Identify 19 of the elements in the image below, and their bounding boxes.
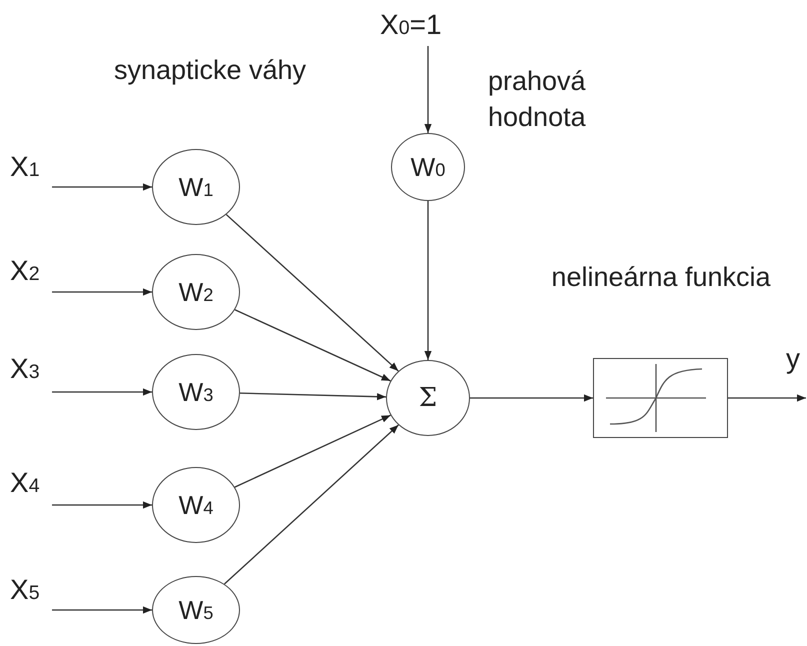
arrow — [234, 309, 391, 382]
arrow — [52, 183, 152, 191]
arrow — [424, 46, 432, 133]
arrow — [52, 388, 152, 396]
arrow — [240, 392, 386, 400]
arrow — [224, 424, 399, 585]
sum-symbol: Σ — [418, 384, 438, 412]
arrow — [226, 214, 399, 372]
annotation-text: prahová hodnota — [488, 65, 587, 134]
arrow — [234, 414, 391, 488]
arrow — [52, 606, 152, 614]
annotation-text: synapticke váhy — [112, 54, 308, 87]
annotation-text: nelineárna funkcia — [550, 261, 772, 294]
arrow — [470, 394, 593, 402]
arrow — [728, 394, 806, 402]
arrow — [52, 288, 152, 296]
input-label: y — [786, 344, 800, 375]
arrow — [52, 501, 152, 509]
arrow — [424, 201, 432, 360]
